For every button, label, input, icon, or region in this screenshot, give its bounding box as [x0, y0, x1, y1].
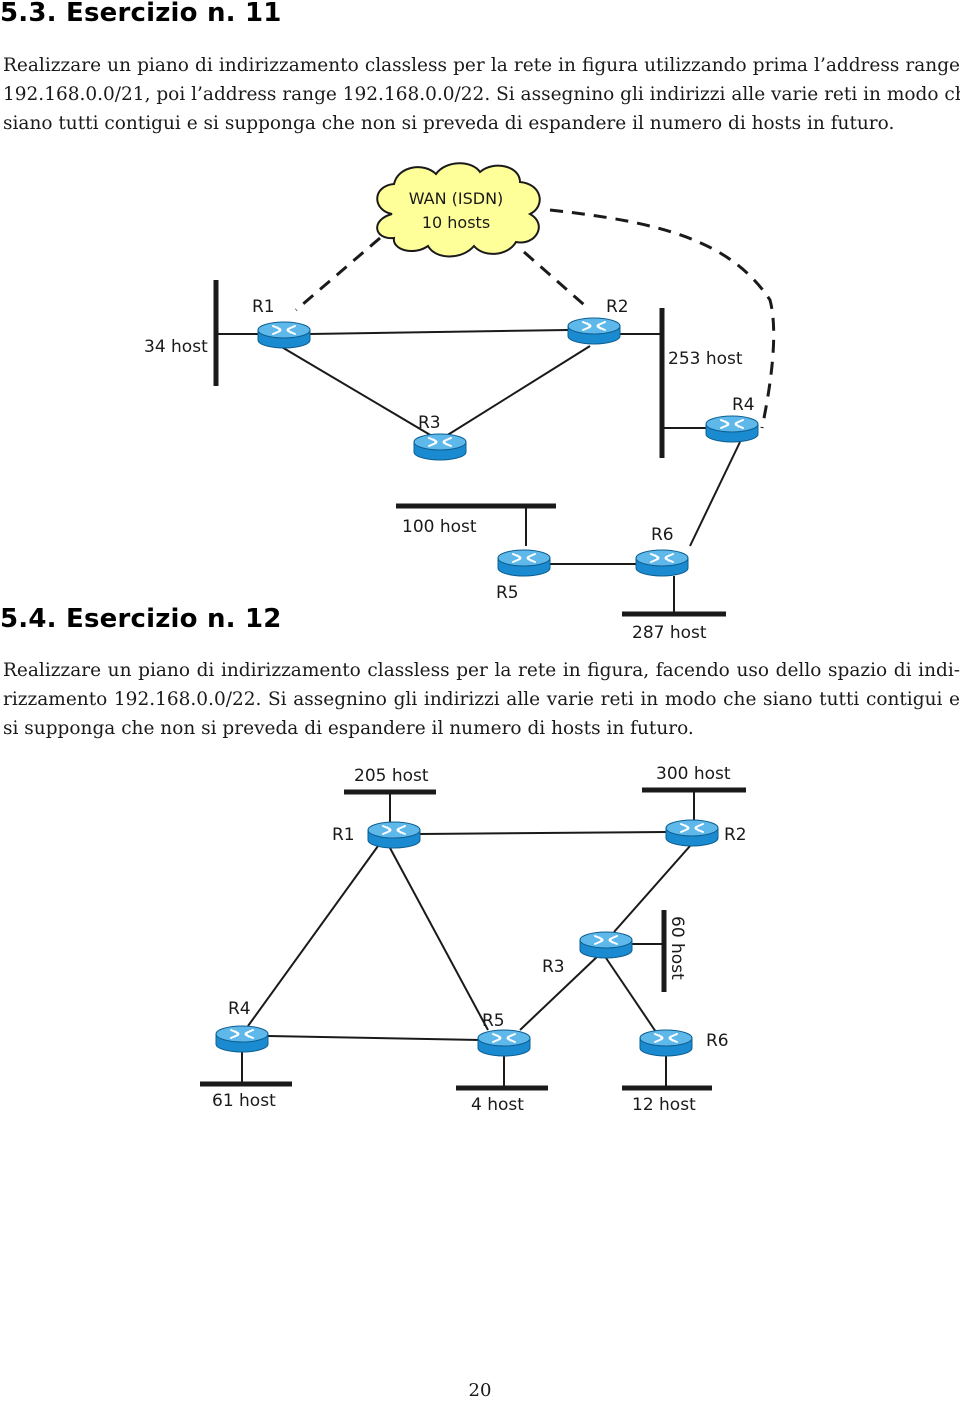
router-r1: [257, 321, 311, 349]
router-label: R3: [542, 957, 565, 977]
section-title-exercise-12: 5.4. Esercizio n. 12: [0, 604, 282, 634]
router-label: R6: [651, 525, 674, 545]
statement-line: siano tutti contigui e si supponga che n…: [3, 113, 895, 134]
router-r5: [477, 1029, 531, 1057]
section-title-exercise-11: 5.3. Esercizio n. 11: [0, 0, 282, 28]
router-r1: [367, 821, 421, 849]
router-label: R2: [724, 825, 747, 845]
lan-label: 100 host: [402, 517, 477, 537]
router-r2: [665, 819, 719, 847]
wan-link-r2: [523, 250, 591, 312]
router-label: R5: [482, 1011, 505, 1031]
router-label: R1: [252, 297, 275, 317]
router-r4: [705, 415, 759, 443]
exercise-11-statement: Realizzare un piano di indirizzamento cl…: [3, 51, 960, 138]
wan-link-r4: [549, 208, 776, 429]
page-number: 20: [468, 1380, 492, 1401]
router-label: R6: [706, 1031, 729, 1051]
wan-hosts-label: 10 hosts: [422, 213, 490, 232]
statement-line: Realizzare un piano di indirizzamento cl…: [3, 55, 960, 76]
ex11-wires: [216, 329, 741, 614]
wan-cloud: [376, 162, 541, 258]
router-r3: [579, 931, 633, 959]
router-label: R1: [332, 825, 355, 845]
router-r4: [215, 1025, 269, 1053]
router-r3: [413, 433, 467, 461]
wan-link-r1: [295, 236, 381, 312]
network-diagram-exercise-12: R1 R2 R3 R4 R5 R6 205 host 300 host 60 h…: [200, 764, 747, 1115]
statement-line: Realizzare un piano di indirizzamento cl…: [3, 660, 960, 681]
statement-line: 192.168.0.0/21, poi l’address range 192.…: [3, 84, 960, 105]
router-r2: [567, 317, 621, 345]
lan-label: 12 host: [632, 1095, 696, 1115]
statement-line: si supponga che non si preveda di espand…: [3, 718, 694, 739]
network-diagram-exercise-11: WAN (ISDN) 10 hosts: [144, 162, 776, 643]
lan-label: 300 host: [656, 764, 731, 784]
lan-label: 60 host: [667, 916, 687, 980]
lan-label: 34 host: [144, 337, 208, 357]
router-r6: [635, 549, 689, 577]
router-r6: [639, 1029, 693, 1057]
router-label: R3: [418, 413, 441, 433]
lan-label: 287 host: [632, 623, 707, 643]
statement-line: rizzamento 192.168.0.0/22. Si assegnino …: [3, 689, 960, 710]
router-label: R4: [732, 395, 755, 415]
router-label: R5: [496, 583, 519, 603]
wan-label: WAN (ISDN): [409, 189, 504, 208]
ex12-wires: [241, 790, 695, 1088]
lan-label: 253 host: [668, 349, 743, 369]
router-label: R2: [606, 297, 629, 317]
lan-label: 205 host: [354, 766, 429, 786]
exercise-12-statement: Realizzare un piano di indirizzamento cl…: [3, 656, 960, 743]
router-label: R4: [228, 999, 251, 1019]
lan-label: 61 host: [212, 1091, 276, 1111]
router-r5: [497, 549, 551, 577]
lan-label: 4 host: [471, 1095, 524, 1115]
